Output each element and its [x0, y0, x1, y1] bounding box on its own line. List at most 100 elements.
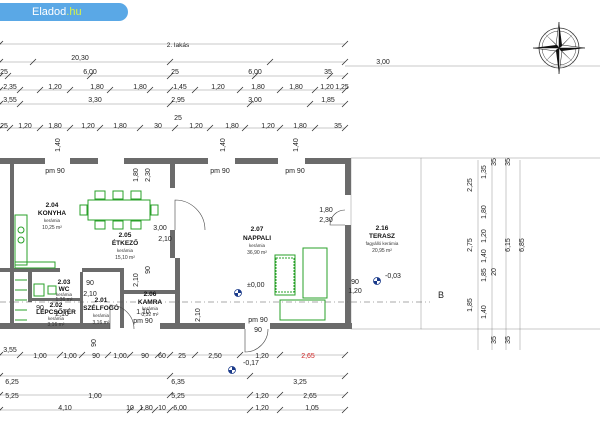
window-height: 1,40 [55, 138, 62, 152]
room-labels: 2.04 KONYHA kerámia 10,25 m² 2.05 ÉTKEZŐ… [36, 202, 399, 328]
dimension-value: 30 [154, 123, 162, 130]
dimension-tick [126, 351, 134, 359]
svg-text:36,90 m²: 36,90 m² [247, 250, 267, 256]
dimension-tick [341, 406, 349, 414]
dimension-value: 25 [178, 353, 186, 360]
dimension-value: 1,40 [481, 249, 488, 263]
dimension-tick [126, 406, 134, 414]
svg-text:SZÉLFOGÓ: SZÉLFOGÓ [83, 303, 119, 312]
svg-text:10,25 m²: 10,25 m² [42, 225, 62, 231]
svg-text:2.07: 2.07 [251, 226, 264, 233]
dimension-tick [246, 372, 254, 380]
svg-text:2.16: 2.16 [376, 225, 389, 232]
dimension-value: 2,65 [301, 353, 315, 360]
dimension-tick [16, 86, 24, 94]
dimension-tick [96, 124, 104, 132]
level-marker-icon [228, 366, 236, 374]
dimension-tick [341, 351, 349, 359]
dimension-tick [66, 124, 74, 132]
dimension-tick [166, 86, 174, 94]
opening-labels: pm 90 pm 90 pm 90 pm 90 pm 90 1,40 1,40 … [36, 138, 362, 347]
level-terrace: -0,03 [385, 273, 401, 280]
dimension-tick [246, 391, 254, 399]
room-kamra: 2.06 KAMRA kerámia 3,32 m² [138, 291, 162, 318]
dimension-value: 2,25 [467, 178, 474, 192]
top-total-dimension: 20,30 [71, 55, 89, 62]
svg-text:3,32 m²: 3,32 m² [142, 312, 159, 318]
dimension-value: 25 [0, 69, 8, 76]
dimension-value: 6,35 [171, 379, 185, 386]
dimension-tick [341, 372, 349, 380]
dimension-tick [276, 351, 284, 359]
svg-text:kerámia: kerámia [93, 313, 110, 318]
dimension-tick [136, 124, 144, 132]
level-inside: ±0,00 [247, 282, 265, 289]
dimension-value: 1,00 [33, 353, 47, 360]
section-marker: B [438, 290, 444, 300]
opening-dimension: 90 [86, 280, 94, 287]
brand-badge[interactable]: Eladod.hu [0, 3, 128, 21]
svg-text:WC: WC [59, 286, 70, 293]
dimension-value: 1,20 [81, 123, 95, 130]
dimension-tick [341, 124, 349, 132]
dimension-value: 4,10 [58, 405, 72, 412]
dimension-value: 1,80 [139, 405, 153, 412]
dimension-value: 6,25 [5, 379, 19, 386]
walls [0, 158, 352, 329]
window-label: pm 90 [133, 318, 153, 325]
dimension-tick [276, 124, 284, 132]
dimension-tick [0, 100, 4, 105]
dimension-tick [106, 86, 114, 94]
svg-text:2.02: 2.02 [50, 302, 63, 309]
dimension-value: 1,20 [189, 123, 203, 130]
svg-text:kerámia: kerámia [142, 306, 159, 311]
svg-text:2.01: 2.01 [95, 297, 108, 304]
dimension-tick [104, 351, 112, 359]
dimension-value: 1,20 [481, 229, 488, 243]
bottom-left-dimension: 3,55 [3, 347, 17, 354]
compass-rose-icon [532, 21, 586, 75]
dimension-value: 35 [505, 158, 512, 166]
dimension-value: 90 [92, 353, 100, 360]
dimension-tick [151, 406, 159, 414]
dimension-tick [241, 124, 249, 132]
dimension-value: 10 [126, 405, 134, 412]
opening-dimension: 2,10 [195, 308, 202, 322]
window-label: pm 90 [248, 317, 268, 324]
dimension-tick [0, 351, 4, 356]
dimension-tick [4, 72, 12, 80]
dimension-tick [166, 351, 174, 359]
svg-text:2.04: 2.04 [46, 202, 59, 209]
dimension-value: 35 [491, 336, 498, 344]
dimension-value: 1,85 [481, 268, 488, 282]
level-marker-icon [234, 289, 242, 297]
room-lepcsoter: 2.02 LÉPCSŐTÉR kerámia 3,16 m² [36, 302, 76, 328]
dimension-value: 90 [141, 353, 149, 360]
dimension-tick [16, 100, 24, 108]
dimension-tick [266, 58, 274, 66]
dimension-value: 1,80 [90, 84, 104, 91]
dimension-tick [306, 100, 314, 108]
level-outside: -0,17 [243, 360, 259, 367]
dimension-value: 1,00 [113, 353, 127, 360]
dimension-value: 35 [491, 158, 498, 166]
dimension-tick [6, 124, 14, 132]
brand-name: Eladod [32, 6, 67, 18]
dimension-tick [326, 72, 334, 80]
plan-title: 2. lakás [167, 42, 190, 49]
dimension-value: 1,85 [467, 298, 474, 312]
top-extra-dimension: 3,00 [376, 59, 390, 66]
dimension-tick [236, 86, 244, 94]
dimension-tick [136, 406, 144, 414]
opening-dimension: 2,10 [133, 273, 140, 287]
opening-dimension: 2,10 [158, 236, 172, 243]
svg-text:kerámia: kerámia [117, 248, 134, 253]
dimension-tick [166, 58, 174, 66]
window-label: pm 90 [210, 168, 230, 175]
dimension-value: 1,00 [88, 393, 102, 400]
dimension-tick [16, 351, 24, 359]
room-terasz: 2.16 TERASZ fagyálló kerámia 20,95 m² [366, 225, 399, 254]
opening-dimension: 2,10 [55, 311, 69, 318]
